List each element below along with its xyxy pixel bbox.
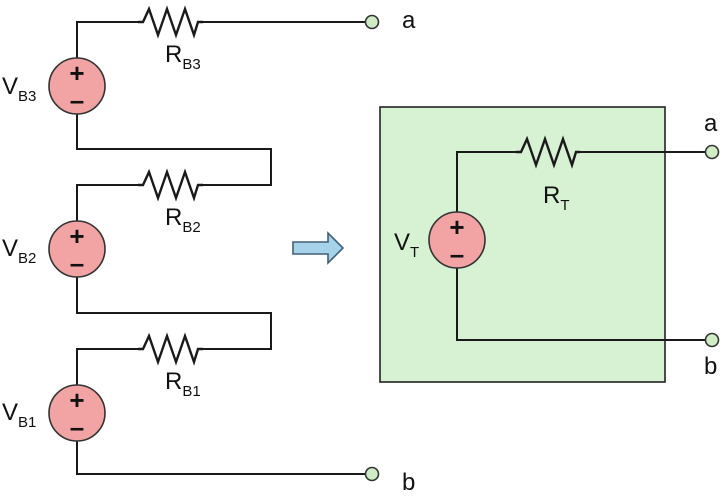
terminal-b-right (704, 332, 720, 348)
source-vt-label: VT (394, 229, 419, 261)
source-vb1-minus: – (70, 412, 84, 442)
equivalent-circuit: RT + – VT a b (379, 106, 720, 383)
resistor-rt (516, 135, 580, 169)
resistor-rb2-label: RB2 (165, 204, 201, 236)
resistor-rb1-label: RB1 (165, 368, 201, 400)
terminal-b-right-label: b (704, 353, 717, 380)
source-vb3-label: VB3 (2, 73, 36, 105)
source-vb1-label: VB1 (2, 399, 36, 431)
source-vt-plus: + (449, 212, 464, 242)
resistor-rt-label: RT (543, 182, 570, 214)
terminal-a-right (704, 144, 720, 160)
terminal-b-left (364, 466, 380, 482)
source-vb3: + – (48, 57, 106, 115)
resistor-rb3-label: RB3 (165, 41, 201, 73)
left-wiring (76, 21, 367, 475)
resistor-rb2 (138, 168, 203, 202)
source-vt: + – (428, 211, 486, 269)
source-vb1: + – (48, 384, 106, 442)
terminal-a-left (364, 14, 380, 30)
source-vb2-plus: + (69, 221, 84, 251)
source-vb2-label: VB2 (2, 235, 36, 267)
source-vb2-minus: – (70, 248, 84, 278)
left-circuit: RB3 RB2 RB1 + – VB3 + – VB2 + – VB1 a b (2, 5, 416, 496)
source-vb1-plus: + (69, 385, 84, 415)
source-vb3-minus: – (70, 85, 84, 115)
terminal-b-left-label: b (402, 469, 415, 496)
source-vb2: + – (48, 220, 106, 278)
terminal-a-right-label: a (704, 110, 718, 137)
resistor-rb3 (138, 5, 203, 39)
resistor-rb1 (138, 332, 203, 366)
right-arrow-icon (292, 231, 345, 265)
source-vb3-plus: + (69, 58, 84, 88)
source-vt-minus: – (450, 239, 464, 269)
terminal-a-left-label: a (402, 7, 416, 34)
